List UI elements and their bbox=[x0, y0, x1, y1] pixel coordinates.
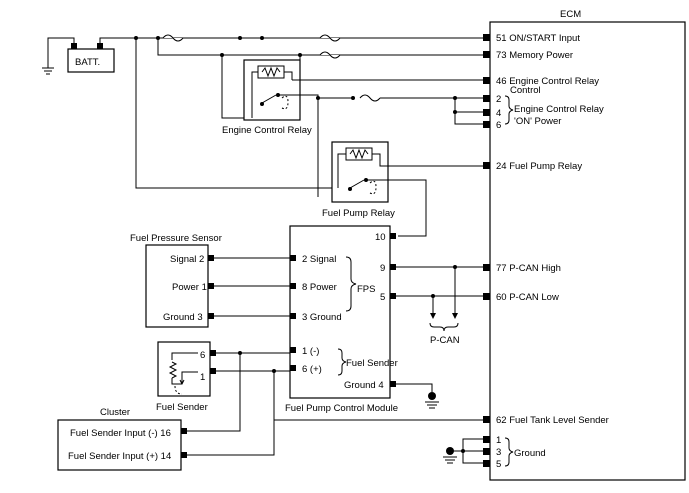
ecm-pin-46-cont: Control bbox=[510, 85, 541, 96]
fuel-pump-relay-label: Fuel Pump Relay bbox=[322, 208, 395, 219]
on-power-wiring bbox=[316, 94, 483, 125]
fpcm-pin-6: 6 (+) bbox=[302, 364, 322, 375]
ecm-ground bbox=[443, 438, 483, 464]
fpcm-pin-3: 3 Ground bbox=[302, 312, 342, 323]
fpcm-pin-ground-4: Ground 4 bbox=[344, 380, 384, 391]
ecm-pin-24: 24 Fuel Pump Relay bbox=[496, 161, 582, 172]
ecm-pin-62: 62 Fuel Tank Level Sender bbox=[496, 415, 609, 426]
ecm-title: ECM bbox=[560, 9, 581, 20]
fuel-sender: 6 1 Fuel Sender bbox=[156, 341, 483, 456]
fpcm-pin-1: 1 (-) bbox=[302, 346, 319, 357]
battery: BATT. bbox=[42, 37, 483, 75]
fuel-sender-pin-6: 6 bbox=[200, 350, 205, 361]
ecm-on-power-label-1: Engine Control Relay bbox=[514, 104, 604, 115]
ecm-pin-60: 60 P-CAN Low bbox=[496, 292, 559, 303]
fpcm-pin-8: 8 Power bbox=[302, 282, 337, 293]
fpcm-pin-5: 5 bbox=[380, 292, 385, 303]
cluster-pin-16: Fuel Sender Input (-) 16 bbox=[70, 428, 171, 439]
engine-relay-label: Engine Control Relay bbox=[222, 125, 312, 136]
cluster-pin-14: Fuel Sender Input (+) 14 bbox=[68, 451, 171, 462]
ecm-pin-51: 51 ON/START Input bbox=[496, 33, 580, 44]
ecm-pin-6: 6 bbox=[496, 120, 501, 131]
ecm-gnd-5: 5 bbox=[496, 459, 501, 470]
fpcm-fuel-sender-label: Fuel Sender bbox=[346, 358, 398, 369]
ecm-gnd-1: 1 bbox=[496, 435, 501, 446]
fpcm-fps-label: FPS bbox=[357, 284, 375, 295]
cluster-title: Cluster bbox=[100, 407, 130, 418]
ecm-on-power-label-2: 'ON' Power bbox=[514, 116, 561, 127]
fuel-sender-pin-1: 1 bbox=[200, 372, 205, 383]
ecm-pin-2: 2 bbox=[496, 94, 501, 105]
cluster: Cluster Fuel Sender Input (-) 16 Fuel Se… bbox=[57, 407, 187, 471]
fuel-pressure-sensor-title: Fuel Pressure Sensor bbox=[130, 233, 222, 244]
fuel-pump-control-module: 2 Signal 8 Power 3 Ground 1 (-) 6 (+) 10… bbox=[285, 225, 439, 414]
ecm-pin-77: 77 P-CAN High bbox=[496, 263, 561, 274]
ecm-pin-4: 4 bbox=[496, 108, 501, 119]
fps-pin-ground: Ground 3 bbox=[163, 312, 203, 323]
ecm-pin-73: 73 Memory Power bbox=[496, 50, 573, 61]
fps-pin-signal: Signal 2 bbox=[170, 254, 204, 265]
ecm-pin-46: 46 Engine Control Relay bbox=[496, 76, 599, 87]
ecm-ground-label: Ground bbox=[514, 448, 546, 459]
ecm: ECM 51 ON/START Input 73 Memory Power 46… bbox=[483, 9, 686, 481]
fuel-sender-label: Fuel Sender bbox=[156, 402, 208, 413]
battery-label: BATT. bbox=[75, 57, 100, 68]
engine-control-relay: Engine Control Relay bbox=[222, 59, 319, 197]
fpcm-pin-10: 10 bbox=[375, 232, 386, 243]
pcan-wiring: P-CAN bbox=[396, 265, 483, 346]
fpcm-pin-2: 2 Signal bbox=[302, 254, 336, 265]
fuel-pressure-sensor: Fuel Pressure Sensor Signal 2 Power 1 Gr… bbox=[130, 233, 290, 328]
fps-pin-power: Power 1 bbox=[172, 282, 207, 293]
fpcm-title: Fuel Pump Control Module bbox=[285, 403, 398, 414]
fpcm-pin-9: 9 bbox=[380, 263, 385, 274]
pcan-label: P-CAN bbox=[430, 335, 460, 346]
ecm-gnd-3: 3 bbox=[496, 447, 501, 458]
power-wiring bbox=[134, 34, 483, 189]
fuel-pump-relay: Fuel Pump Relay bbox=[322, 141, 483, 237]
